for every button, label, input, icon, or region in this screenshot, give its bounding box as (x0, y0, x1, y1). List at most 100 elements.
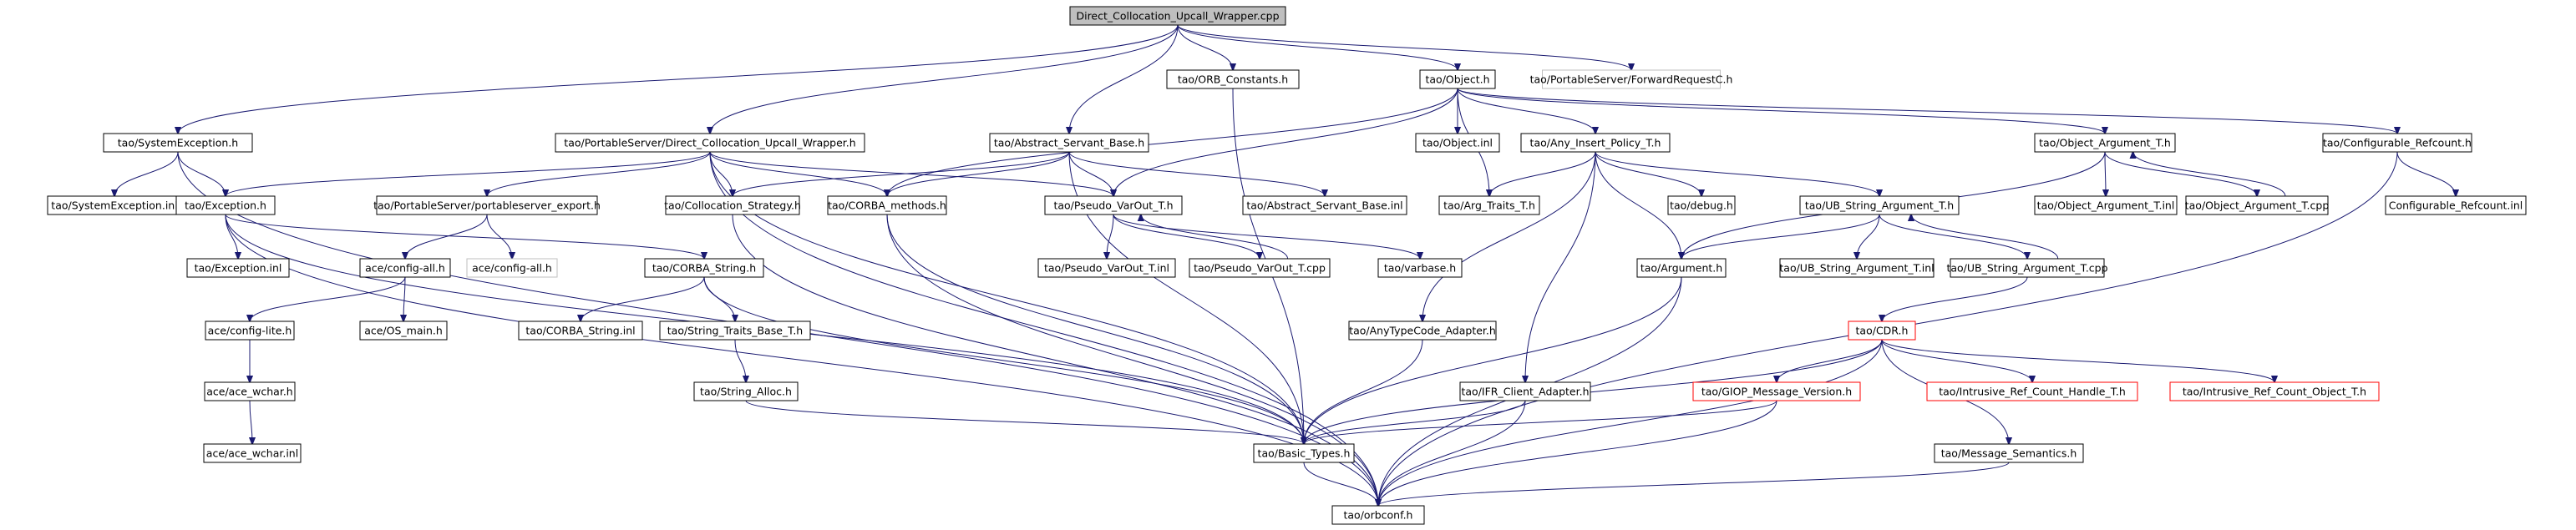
edge-ub_string_arg_cpp-to-ub_string_arg_h (1911, 215, 2059, 260)
node-box (1189, 258, 1331, 278)
node-any_insert[interactable]: tao/Any_Insert_Policy_T.h (1520, 133, 1671, 153)
edge-cdr_h-to-intrusive_object (1881, 339, 2274, 382)
node-string_alloc[interactable]: tao/String_Alloc.h (693, 381, 799, 401)
node-sys_exc_h[interactable]: tao/SystemException.h (103, 133, 253, 153)
node-msg_semantics[interactable]: tao/Message_Semantics.h (1934, 443, 2084, 463)
node-orbconf[interactable]: tao/orbconf.h (1331, 505, 1425, 525)
edge-object_h-to-pseudo_var_h (1113, 88, 1458, 196)
node-ace_wchar_h[interactable]: ace/ace_wchar.h (204, 381, 296, 401)
node-label: tao/IFR_Client_Adapter.h (1461, 386, 1589, 398)
edge-dcuw_h-to-pseudo_var_h (709, 151, 1113, 196)
node-dcuw_h[interactable]: tao/PortableServer/Direct_Collocation_Up… (555, 133, 865, 153)
node-obj_arg_t_inl[interactable]: tao/Object_Argument_T.inl (2034, 195, 2178, 215)
node-label: tao/Exception.inl (195, 262, 282, 275)
node-obj_arg_t_cpp[interactable]: tao/Object_Argument_T.cpp (2185, 195, 2330, 215)
node-ub_string_arg_inl[interactable]: tao/UB_String_Argument_T.inl (1779, 258, 1935, 278)
edge-ifr_client-to-orbconf (1378, 400, 1526, 506)
edge-any_insert-to-debug_h (1595, 151, 1701, 196)
node-label: tao/Intrusive_Ref_Count_Object_T.h (2183, 386, 2366, 398)
node-box (2034, 195, 2178, 215)
node-label: tao/debug.h (1670, 199, 1733, 212)
node-pseudo_var_cpp[interactable]: tao/Pseudo_VarOut_T.cpp (1189, 258, 1331, 278)
edge-ub_string_arg_h-to-ub_string_arg_cpp (1879, 214, 2027, 259)
node-config_all_gray[interactable]: ace/config-all.h (466, 258, 558, 278)
node-anytypecode[interactable]: tao/AnyTypeCode_Adapter.h (1348, 321, 1497, 341)
node-box (205, 321, 295, 341)
node-box (665, 195, 800, 215)
node-label: tao/Object_Argument_T.inl (2037, 199, 2175, 212)
edge-pseudo_var_h-to-pseudo_var_cpp (1113, 214, 1260, 259)
node-root[interactable]: Direct_Collocation_Upcall_Wrapper.cpp (1069, 6, 1286, 26)
edge-abs_servant-to-colloc_strat (733, 151, 1070, 196)
edge-abs_servant-to-abs_servant_inl (1068, 151, 1325, 196)
node-box (1037, 258, 1176, 278)
node-conf_refcount[interactable]: tao/Configurable_Refcount.h (2322, 133, 2472, 153)
node-box (1419, 69, 1496, 89)
node-label: tao/Configurable_Refcount.h (2323, 137, 2472, 149)
node-os_main[interactable]: ace/OS_main.h (359, 321, 448, 341)
edge-dcuw_h-to-exception_h (226, 151, 711, 196)
node-basic_types[interactable]: tao/Basic_Types.h (1253, 443, 1355, 463)
node-debug_h[interactable]: tao/debug.h (1667, 195, 1736, 215)
node-varbase[interactable]: tao/varbase.h (1377, 258, 1463, 278)
node-label: tao/ORB_Constants.h (1178, 73, 1288, 86)
node-pseudo_var_inl[interactable]: tao/Pseudo_VarOut_T.inl (1037, 258, 1176, 278)
node-arg_traits[interactable]: tao/Arg_Traits_T.h (1438, 195, 1540, 215)
node-ace_wchar_inl[interactable]: ace/ace_wchar.inl (203, 443, 302, 463)
node-config_lite[interactable]: ace/config-lite.h (205, 321, 295, 341)
node-ps_export[interactable]: tao/PortableServer/portableserver_export… (373, 195, 601, 215)
node-box (989, 133, 1149, 153)
node-label: tao/CORBA_String.h (652, 262, 756, 275)
node-sys_exc_inl[interactable]: tao/SystemException.inl (47, 195, 182, 215)
node-label: Direct_Collocation_Upcall_Wrapper.cpp (1076, 10, 1279, 23)
node-intrusive_handle[interactable]: tao/Intrusive_Ref_Count_Handle_T.h (1926, 381, 2138, 401)
node-giop_msg_ver[interactable]: tao/GIOP_Message_Version.h (1692, 381, 1861, 401)
node-box (376, 195, 598, 215)
node-box (2185, 195, 2329, 215)
node-box (693, 381, 799, 401)
edge-cdr_h-to-giop_msg_ver (1777, 339, 1883, 382)
edge-root-to-orb_constants (1177, 24, 1233, 70)
node-label: tao/PortableServer/portableserver_export… (373, 199, 601, 212)
node-box (1520, 133, 1671, 153)
node-box (1848, 321, 1916, 341)
node-corba_methods[interactable]: tao/CORBA_methods.h (827, 195, 947, 215)
node-argument_h[interactable]: tao/Argument.h (1636, 258, 1727, 278)
node-label: tao/Exception.h (185, 199, 266, 212)
node-obj_arg_t_h[interactable]: tao/Object_Argument_T.h (2034, 133, 2176, 153)
node-box (1667, 195, 1736, 215)
node-box (1242, 195, 1407, 215)
node-object_inl[interactable]: tao/Object.inl (1415, 133, 1500, 153)
node-abs_servant_inl[interactable]: tao/Abstract_Servant_Base.inl (1242, 195, 1407, 215)
edge-cdr_h-to-orbconf (1378, 339, 1883, 506)
node-box (1166, 69, 1300, 89)
node-ub_string_arg_h[interactable]: tao/UB_String_Argument_T.h (1799, 195, 1960, 215)
node-ub_string_arg_cpp[interactable]: tao/UB_String_Argument_T.cpp (1946, 258, 2108, 278)
node-config_all_h[interactable]: ace/config-all.h (359, 258, 451, 278)
node-forward_req[interactable]: tao/PortableServer/ForwardRequestC.h (1530, 69, 1733, 89)
node-orb_constants[interactable]: tao/ORB_Constants.h (1166, 69, 1300, 89)
node-corba_string_inl[interactable]: tao/CORBA_String.inl (518, 321, 643, 341)
node-corba_string_h[interactable]: tao/CORBA_String.h (644, 258, 764, 278)
edge-object_h-to-any_insert (1457, 88, 1595, 134)
node-colloc_strat[interactable]: tao/Collocation_Strategy.h (664, 195, 801, 215)
node-box (1331, 505, 1425, 525)
edge-obj_arg_t_h-to-obj_arg_t_cpp (2104, 151, 2257, 196)
node-string_traits[interactable]: tao/String_Traits_Base_T.h (659, 321, 811, 341)
node-conf_refcount_inl[interactable]: Configurable_Refcount.inl (2385, 195, 2527, 215)
node-box (1799, 195, 1960, 215)
node-exception_h[interactable]: tao/Exception.h (175, 195, 276, 215)
node-box (555, 133, 865, 153)
node-pseudo_var_h[interactable]: tao/Pseudo_VarOut_T.h (1044, 195, 1183, 215)
node-cdr_h[interactable]: tao/CDR.h (1848, 321, 1916, 341)
node-box (1934, 443, 2084, 463)
edge-sys_exc_h-to-exception_h (177, 151, 226, 196)
node-label: tao/UB_String_Argument_T.cpp (1946, 262, 2107, 275)
node-exception_inl[interactable]: tao/Exception.inl (186, 258, 290, 278)
node-intrusive_object[interactable]: tao/Intrusive_Ref_Count_Object_T.h (2169, 381, 2380, 401)
node-object_h[interactable]: tao/Object.h (1419, 69, 1496, 89)
node-ifr_client[interactable]: tao/IFR_Client_Adapter.h (1459, 381, 1591, 401)
node-box (1438, 195, 1540, 215)
node-box (1950, 258, 2105, 278)
node-abs_servant[interactable]: tao/Abstract_Servant_Base.h (989, 133, 1149, 153)
